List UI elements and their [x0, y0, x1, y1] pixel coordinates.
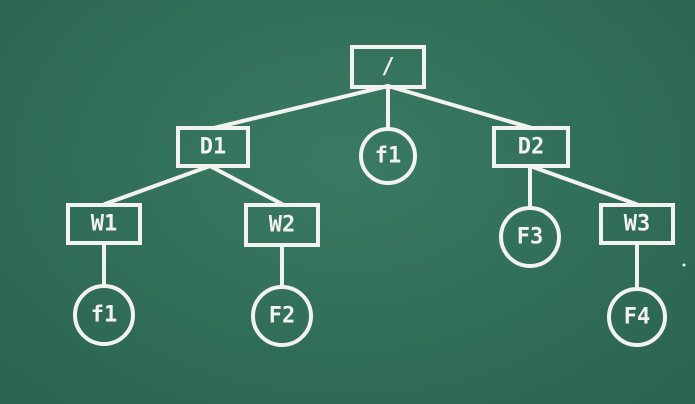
node-w2: W2: [244, 203, 320, 247]
node-f3-label: F3: [517, 225, 544, 250]
node-root: /: [350, 45, 426, 89]
node-root-label: /: [381, 55, 394, 80]
edge-d1-w2: [208, 164, 284, 206]
node-f1-w1-label: f1: [91, 303, 118, 328]
tree-edges: [102, 84, 639, 290]
edge-d1-w1: [103, 164, 212, 206]
node-f2: F2: [251, 285, 313, 347]
node-f4: F4: [607, 287, 667, 347]
node-f1-w1: f1: [73, 284, 135, 346]
edge-root-d1: [212, 84, 390, 130]
node-f1-root: f1: [359, 127, 417, 185]
node-f4-label: F4: [624, 305, 651, 330]
node-w2-label: W2: [269, 213, 296, 238]
node-w3-label: W3: [624, 212, 651, 237]
node-d1: D1: [176, 126, 250, 168]
node-w3: W3: [599, 203, 675, 245]
edge-d2-w3: [528, 164, 638, 206]
node-w1-label: W1: [91, 212, 118, 237]
node-d2-label: D2: [518, 135, 545, 160]
edge-root-d2: [386, 84, 534, 130]
node-f1-root-label: f1: [375, 144, 402, 169]
node-d1-label: D1: [200, 135, 227, 160]
node-f2-label: F2: [269, 304, 296, 329]
node-w1: W1: [66, 203, 142, 245]
chalk-speck: [682, 263, 686, 267]
node-d2: D2: [492, 126, 570, 168]
node-f3: F3: [499, 206, 561, 268]
